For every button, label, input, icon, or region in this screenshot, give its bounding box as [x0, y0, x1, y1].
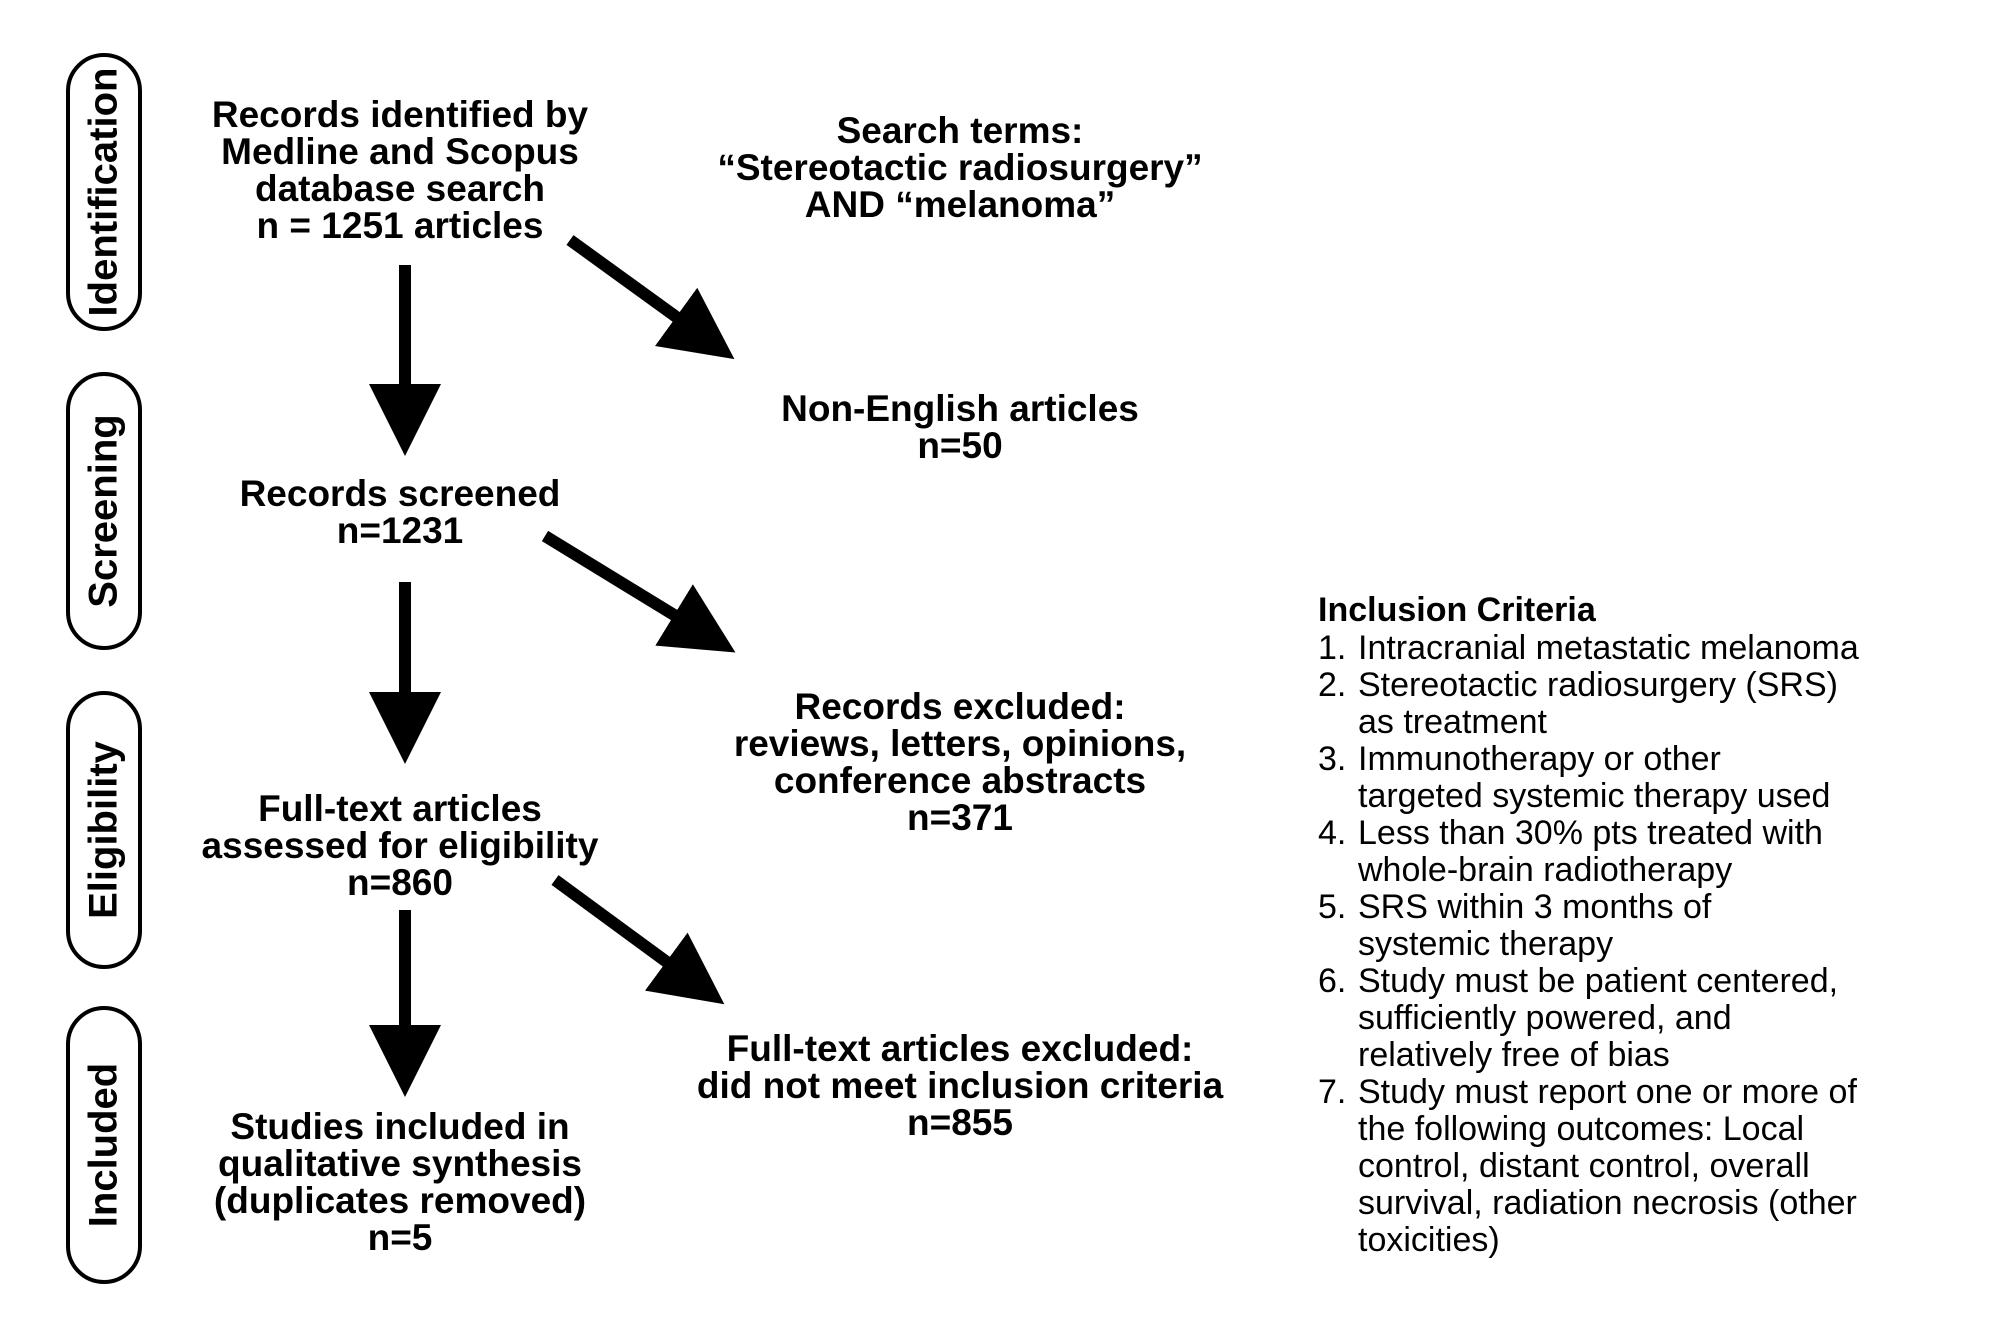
stage-screening: Screening [66, 372, 142, 650]
node-search-terms: Search terms: “Stereotactic radiosurgery… [717, 110, 1203, 225]
inclusion-criteria: Inclusion Criteria 1. Intracranial metas… [1318, 592, 1958, 1259]
arrow-full-text-to-excluded [551, 875, 725, 1005]
node-studies-included: Studies included in qualitative synthesi… [213, 1106, 587, 1258]
node-non-english: Non-English articles n=50 [781, 388, 1139, 466]
criteria-item-5: 5. SRS within 3 months of systemic thera… [1318, 888, 1712, 963]
arrow-screened-to-records-excluded [541, 530, 736, 653]
criteria-list: 1. Intracranial metastatic melanoma 2. S… [1318, 630, 1958, 1259]
criteria-item-1: 1. Intracranial metastatic melanoma [1318, 629, 1859, 667]
stage-included: Included [66, 1006, 142, 1284]
inclusion-criteria-title: Inclusion Criteria [1318, 591, 1596, 629]
criteria-item-3: 3. Immunotherapy or other targeted syste… [1318, 740, 1831, 815]
arrow-identified-to-non-english [566, 235, 735, 360]
criteria-item-7: 7. Study must report one or more of the … [1318, 1073, 1857, 1259]
stage-identification: Identification [66, 53, 142, 331]
node-records-screened: Records screened n=1231 [239, 473, 561, 551]
node-records-excluded: Records excluded: reviews, letters, opin… [733, 686, 1187, 838]
criteria-item-2: 2. Stereotactic radiosurgery (SRS) as tr… [1318, 666, 1838, 741]
criteria-item-4: 4. Less than 30% pts treated with whole-… [1318, 814, 1823, 889]
stage-eligibility: Eligibility [66, 691, 142, 969]
criteria-item-6: 6. Study must be patient centered, suffi… [1318, 962, 1839, 1074]
node-full-text-excluded: Full-text articles excluded: did not mee… [696, 1028, 1224, 1143]
node-full-text-assessed: Full-text articles assessed for eligibil… [201, 788, 599, 903]
node-records-identified: Records identified by Medline and Scopus… [211, 94, 589, 246]
